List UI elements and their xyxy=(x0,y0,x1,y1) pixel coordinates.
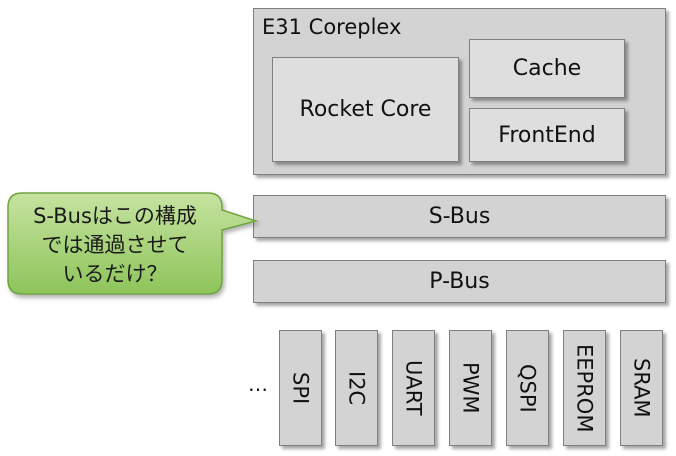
rocket-core-label: Rocket Core xyxy=(299,97,432,122)
cache-label: Cache xyxy=(512,56,582,81)
peripheral-label: QSPI xyxy=(515,363,540,413)
peripheral-pwm: PWM xyxy=(449,330,492,446)
coreplex-title: E31 Coreplex xyxy=(262,15,402,39)
peripheral-label: I2C xyxy=(344,370,369,406)
peripheral-label: EEPROM xyxy=(572,343,597,433)
frontend-label: FrontEnd xyxy=(498,122,596,148)
peripheral-uart: UART xyxy=(392,330,435,446)
sbus-block: S-Bus xyxy=(253,195,666,238)
cache-block: Cache xyxy=(469,39,625,98)
pbus-block: P-Bus xyxy=(253,260,666,303)
peripherals-ellipsis: … xyxy=(248,372,268,396)
peripheral-label: UART xyxy=(401,360,426,416)
callout-line: では通過させて xyxy=(41,233,189,257)
peripheral-label: PWM xyxy=(458,362,483,414)
peripheral-i2c: I2C xyxy=(335,330,378,446)
peripheral-sram: SRAM xyxy=(620,330,663,446)
peripheral-label: SRAM xyxy=(629,358,654,418)
callout-text: S-Busはこの構成 では通過させて いるだけ？ xyxy=(16,202,214,289)
callout-line: いるだけ？ xyxy=(62,262,168,286)
callout-shape xyxy=(7,192,259,295)
peripheral-label: SPI xyxy=(288,371,313,405)
callout-line: S-Busはこの構成 xyxy=(33,204,197,228)
pbus-label: P-Bus xyxy=(429,269,490,294)
peripheral-spi: SPI xyxy=(279,330,322,446)
frontend-block: FrontEnd xyxy=(469,108,625,162)
rocket-core-block: Rocket Core xyxy=(272,57,459,162)
peripheral-eeprom: EEPROM xyxy=(563,330,606,446)
sbus-label: S-Bus xyxy=(428,204,491,229)
peripheral-qspi: QSPI xyxy=(506,330,549,446)
